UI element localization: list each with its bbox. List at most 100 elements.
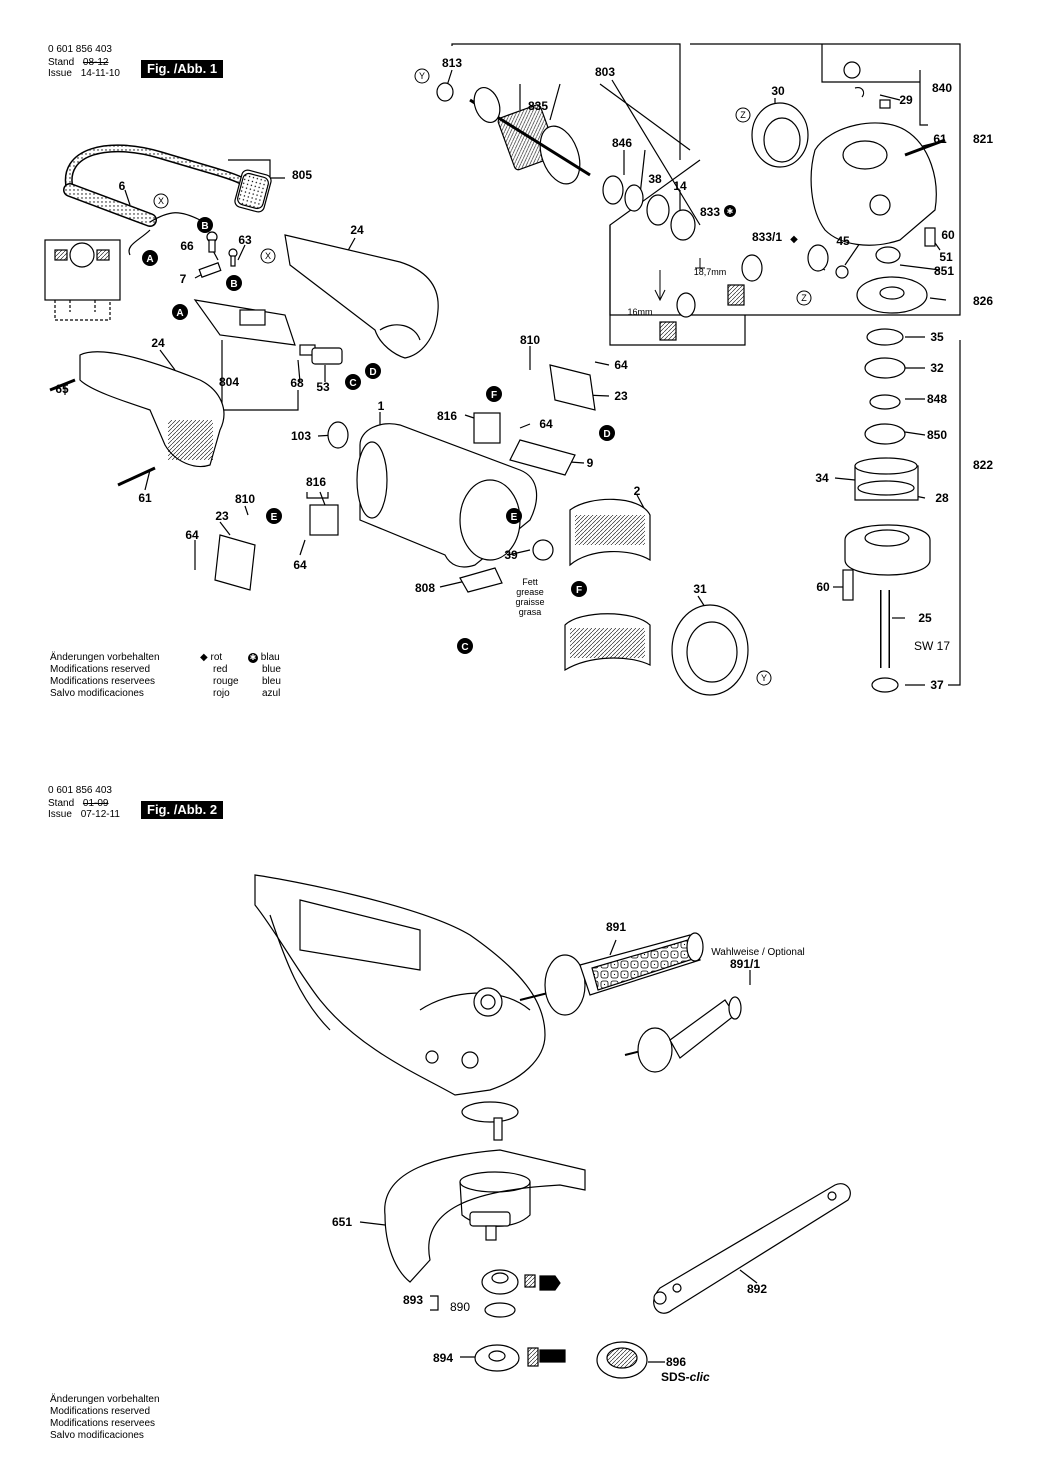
fig1-badge: Fig. /Abb. 1 xyxy=(141,60,224,78)
sds-label: SDS-clic xyxy=(661,1370,710,1384)
part-label: 892 xyxy=(747,1282,767,1296)
callout-y xyxy=(756,670,772,686)
part-label: 14 xyxy=(673,179,687,193)
o-ring-890 xyxy=(484,1302,516,1318)
bearing-35 xyxy=(866,328,904,346)
fig1-part-number: 0 601 856 403 xyxy=(48,44,112,55)
bracket-822 xyxy=(948,340,961,686)
part-label: 31 xyxy=(693,582,707,596)
legend-text: rouge xyxy=(213,676,239,687)
callout-letter: F xyxy=(576,585,582,596)
part-label: 64 xyxy=(293,558,307,572)
grinder-body xyxy=(254,874,546,1096)
part-label: 803 xyxy=(595,65,615,79)
callout-b xyxy=(197,217,213,233)
part-label: 840 xyxy=(932,81,952,95)
bearing-833 xyxy=(670,209,696,241)
callout-f xyxy=(486,386,502,402)
part-label: 34 xyxy=(815,471,829,485)
side-handle-891 xyxy=(519,932,704,1016)
bracket-840 xyxy=(919,70,928,126)
callout-letter: E xyxy=(511,512,518,523)
fig1-stand: Stand 08-12 xyxy=(48,57,109,69)
part-label: 851 xyxy=(934,264,954,278)
star-circle-icon xyxy=(724,205,736,217)
part-label: 51 xyxy=(939,250,953,264)
part-label: 39 xyxy=(504,548,518,562)
part-label: 60 xyxy=(941,228,955,242)
nut-37 xyxy=(871,677,899,693)
sds-prefix: SDS- xyxy=(661,1370,690,1384)
bracket-803 xyxy=(451,43,681,160)
bearing-813 xyxy=(436,82,454,102)
part-103 xyxy=(327,421,349,449)
callout-letter: B xyxy=(230,279,237,290)
gear-housing-821 xyxy=(810,122,937,246)
issue-label: Issue xyxy=(48,809,72,820)
callout-a xyxy=(172,304,188,320)
part-label: 890 xyxy=(450,1300,470,1314)
callout-d xyxy=(365,363,381,379)
callout-letter: C xyxy=(349,378,356,389)
label-808 xyxy=(459,567,503,593)
callout-letter: D xyxy=(603,429,610,440)
note-line: Änderungen vorbehalten xyxy=(50,1394,160,1405)
note-line: Modifications reserved xyxy=(50,1406,151,1417)
star-circle-icon: ✱ xyxy=(248,653,258,663)
part-label: 7 xyxy=(180,272,187,286)
part-label: 810 xyxy=(235,492,255,506)
note-line: Salvo modificaciones xyxy=(50,1430,144,1441)
part-label: 850 xyxy=(927,428,947,442)
note-line: Modifications reserved xyxy=(50,664,151,675)
part-label: 23 xyxy=(215,509,229,523)
legend-text: bleu xyxy=(262,676,281,687)
part-label: 23 xyxy=(614,389,628,403)
handle-half-24-upper xyxy=(284,234,439,359)
label-9 xyxy=(509,439,576,476)
note-line: Modifications reservees xyxy=(50,676,156,687)
part-label: 32 xyxy=(930,361,944,375)
callout-x xyxy=(260,248,276,264)
part-label: 816 xyxy=(306,475,326,489)
part-label: 846 xyxy=(612,136,632,150)
grease-label: graisse xyxy=(515,597,544,607)
callout-d xyxy=(599,425,615,441)
part-label: 60 xyxy=(816,580,830,594)
part-label: 826 xyxy=(973,294,993,308)
part-label: 822 xyxy=(973,458,993,472)
callout-letter: X xyxy=(158,196,164,206)
part-label: 68 xyxy=(290,376,304,390)
part-label: 37 xyxy=(930,678,944,692)
legend-text: azul xyxy=(262,688,281,699)
callout-letter: Z xyxy=(801,293,807,303)
part-label: 24 xyxy=(151,336,165,350)
bracket-893 xyxy=(430,1295,439,1311)
callout-c xyxy=(457,638,473,654)
part-label: 61 xyxy=(933,132,947,146)
part-label: 38 xyxy=(648,172,662,186)
callout-letter: A xyxy=(146,254,153,265)
note-line: Modifications reservees xyxy=(50,1418,156,1429)
issue-label: Issue xyxy=(48,68,72,79)
part-label: 64 xyxy=(185,528,199,542)
part-label: 893 xyxy=(403,1293,423,1307)
brush-holder-816-upper xyxy=(473,412,501,444)
part-label: 64 xyxy=(614,358,628,372)
dimension-label: SW 17 xyxy=(914,639,950,653)
dimension-label: 18,7mm xyxy=(694,267,727,277)
bracket-821 xyxy=(609,43,961,316)
wrench-892 xyxy=(653,1183,851,1314)
part-51 xyxy=(875,246,901,264)
callout-letter: C xyxy=(461,642,468,653)
legend-text: rojo xyxy=(213,688,230,699)
callout-letter: Y xyxy=(419,71,425,81)
part-label: 835 xyxy=(528,99,548,113)
part-label: 808 xyxy=(415,581,435,595)
bearing-833-1 xyxy=(741,254,763,282)
callout-z xyxy=(735,107,751,123)
fig2-issue: Issue 07-12-11 xyxy=(48,809,120,821)
wiring-schematic xyxy=(44,239,121,301)
legend-text: rot xyxy=(210,652,223,663)
part-label: 896 xyxy=(666,1355,686,1369)
callout-e xyxy=(506,508,522,524)
